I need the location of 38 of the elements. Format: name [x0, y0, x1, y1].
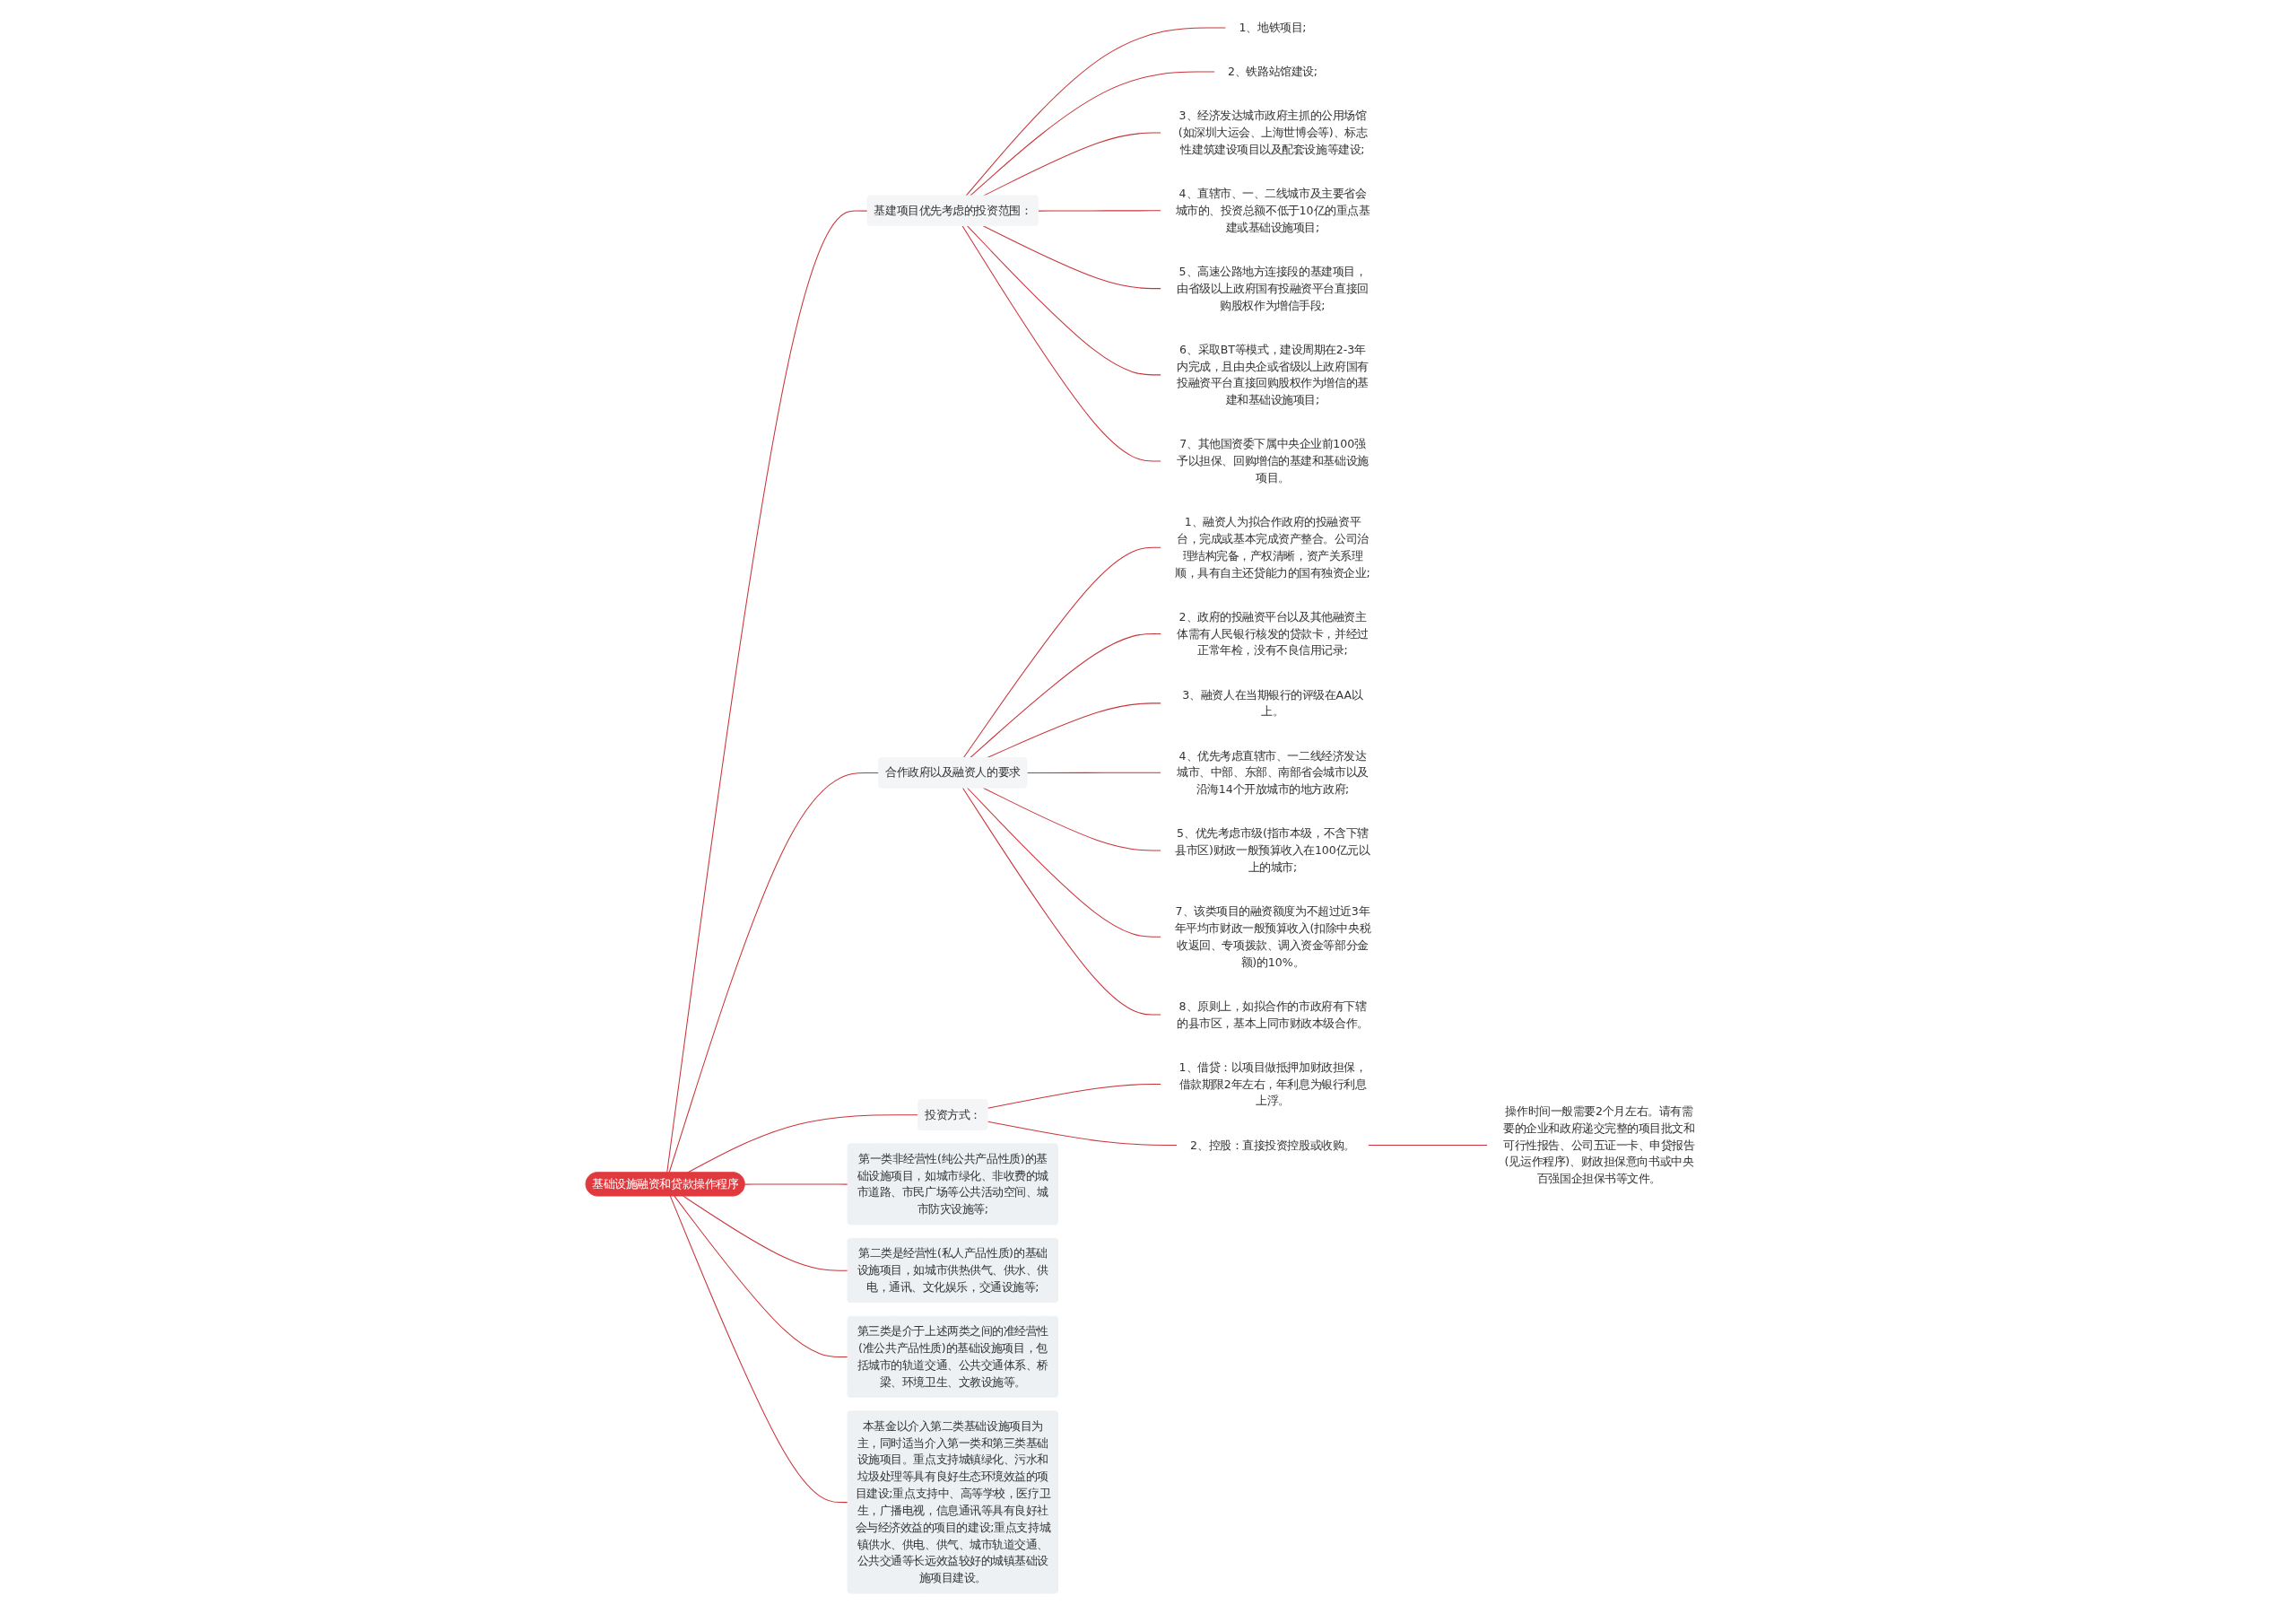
connector: [987, 1083, 1161, 1109]
node-text: 7、其他国资委下属中央企业前100强予以担保、回购增信的基建和基础设施项目。: [1177, 437, 1369, 484]
connector: [966, 224, 1161, 375]
node-text: 4、优先考虑直辖市、一二线经济发达城市、中部、东部、南部省会城市以及沿海14个开放城市的地方政府;: [1177, 748, 1369, 796]
connector: [683, 1195, 848, 1271]
node-text: 操作时间一般需要2个月左右。请有需要的企业和政府递交完整的项目批文和可行性报告、公司五证一卡、申贷报告(见运作程序)、财政担保意向书或中央百强国企担保书等文件。: [1502, 1103, 1695, 1185]
connector: [969, 71, 1215, 196]
connector: [1026, 772, 1161, 773]
node-text: 3、融资人在当期银行的评级在AA以上。: [1182, 687, 1363, 719]
connector: [961, 787, 1161, 1016]
connector: [965, 26, 1227, 196]
node-text: 2、政府的投融资平台以及其他融资主体需有人民银行核发的贷款卡，并经过正常年检，没有不良信用记录;: [1177, 609, 1369, 658]
connector: [961, 224, 1161, 462]
connector: [1367, 1144, 1488, 1146]
connector: [668, 772, 880, 1173]
node-text: 7、该类项目的融资额度为不超过近3年年平均市财政一般预算收入(扣除中央税收返回、专项拨款、调入资金等部分金额)的10%。: [1174, 904, 1370, 969]
connector: [669, 1195, 848, 1503]
node-text: 3、经济发达城市政府主抓的公用场馆(如深圳大运会、上海世博会等)、标志性建筑建设项目以及配套设施等建设;: [1178, 109, 1367, 156]
node-text: 2、铁路站馆建设;: [1227, 65, 1318, 78]
node-text: 5、高速公路地方连接段的基建项目，由省级以上政府国有投融资平台直接回购股权作为增信手段;: [1177, 265, 1369, 312]
connector: [674, 1195, 848, 1357]
node-text: 6、采取BT等模式，建设周期在2-3年内完成，且由央企或省级以上政府国有投融资平台直接回购股权作为增信的基建和基础设施项目;: [1177, 342, 1369, 406]
connector: [1037, 209, 1161, 212]
node-text: 8、原则上，如拟合作的市政府有下辖的县市区，基本上同市财政本级合作。: [1177, 999, 1369, 1030]
node-text: 5、优先考虑市级(指市本级，不含下辖县市区)财政一般预算收入在100亿元以上的城市;: [1175, 826, 1370, 874]
node-text: 1、借贷：以项目做抵押加财政担保，借款期限2年左右，年利息为银行利息上浮。: [1178, 1060, 1367, 1108]
connector: [966, 787, 1161, 938]
connector: [665, 210, 868, 1173]
connector: [987, 1121, 1178, 1146]
node-text: 4、直辖市、一、二线城市及主要省会城市的、投资总额不低于10亿的重点基建或基础设施项目;: [1175, 187, 1370, 234]
node-text: 2、控股：直接投资控股或收购。: [1189, 1138, 1355, 1152]
connector: [744, 1182, 848, 1185]
connector: [962, 546, 1161, 758]
node-text: 1、融资人为拟合作政府的投融资平台，完成或基本完成资产整合。公司治理结构完备，产权清晰，资产关系理顺，具有自主还贷能力的国有独资企业;: [1174, 515, 1370, 580]
connector: [969, 632, 1161, 758]
connector: [982, 224, 1161, 289]
connector: [982, 787, 1161, 851]
node-text: 1、地铁项目;: [1239, 21, 1307, 34]
